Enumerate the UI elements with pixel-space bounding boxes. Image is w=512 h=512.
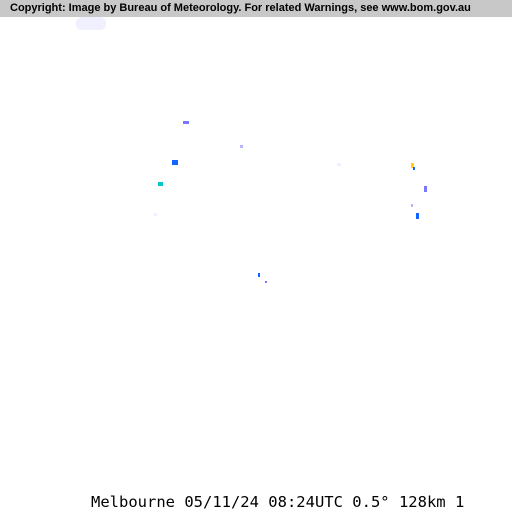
radar-echo: [265, 281, 267, 283]
radar-echo: [76, 17, 106, 30]
radar-echo: [154, 213, 157, 216]
radar-echo: [240, 145, 243, 148]
radar-echo: [258, 273, 260, 277]
radar-echo: [416, 213, 419, 219]
radar-echo: [172, 160, 178, 165]
radar-echo: [158, 182, 163, 186]
radar-caption: Melbourne 05/11/24 08:24UTC 0.5° 128km 1: [91, 493, 465, 511]
copyright-bar: Copyright: Image by Bureau of Meteorolog…: [0, 0, 512, 17]
radar-echo: [424, 186, 427, 192]
radar-echo: [411, 163, 414, 168]
copyright-text: Copyright: Image by Bureau of Meteorolog…: [10, 2, 471, 14]
radar-echo: [337, 163, 341, 166]
radar-echo: [183, 121, 189, 124]
radar-echo: [413, 167, 415, 170]
radar-echo: [411, 204, 413, 207]
